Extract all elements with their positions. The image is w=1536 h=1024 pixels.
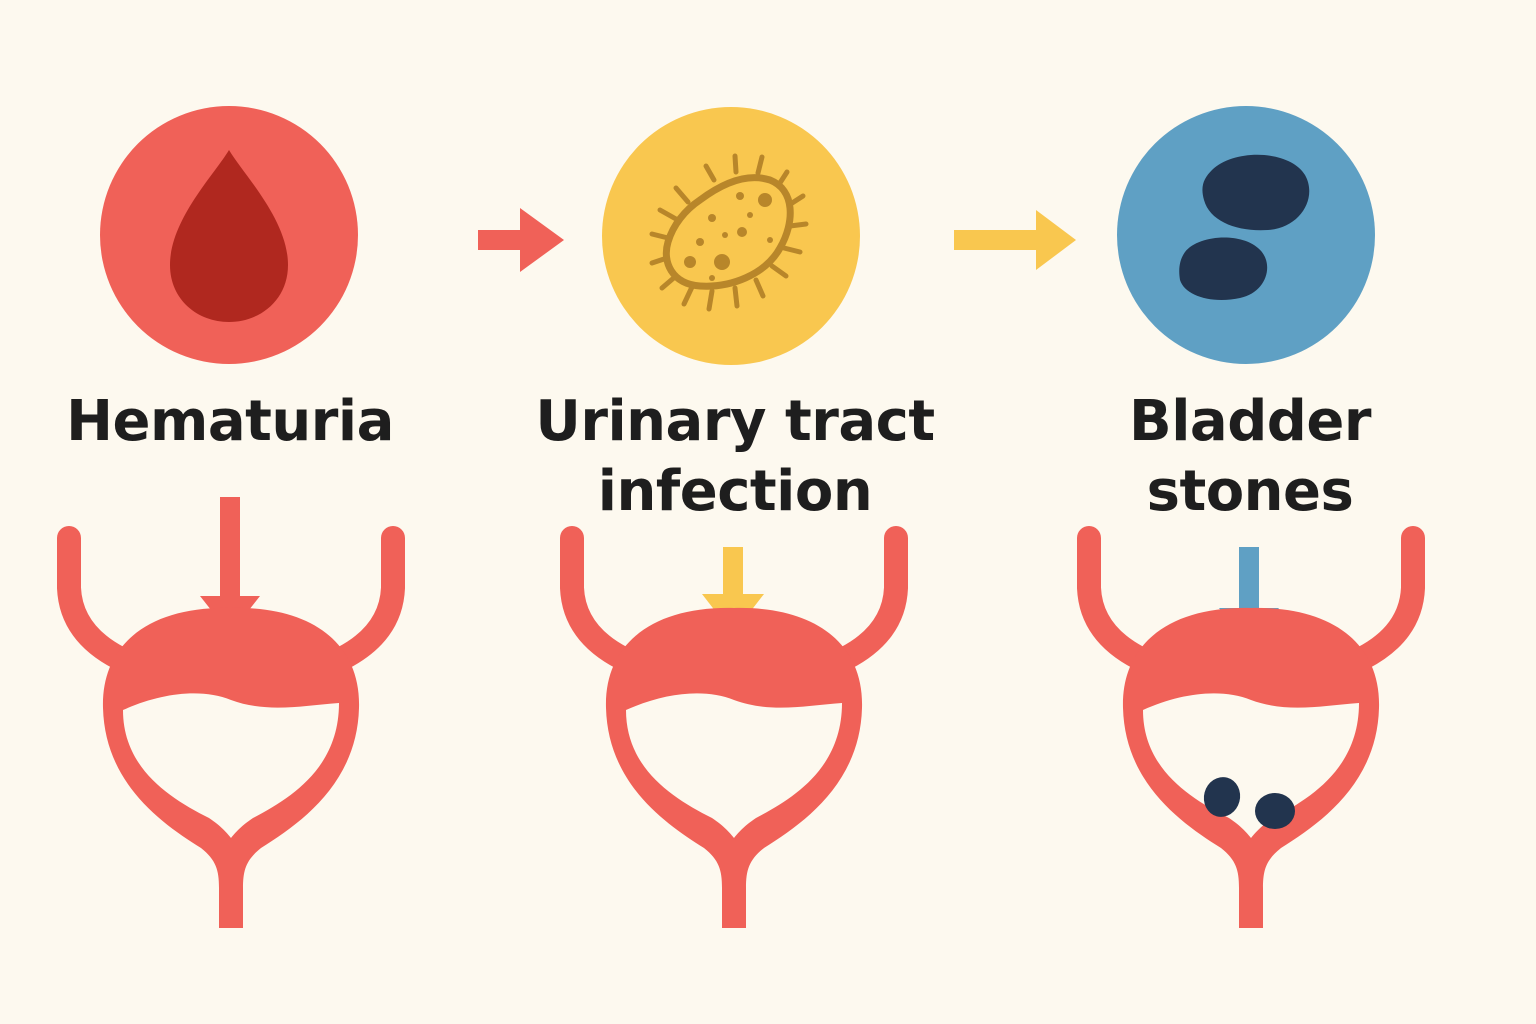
arrow-right-icon [954, 210, 1076, 270]
bacteria-icon [649, 153, 809, 312]
stones-section [1117, 106, 1375, 364]
blood-drop-icon [170, 150, 288, 322]
bladder-stones-label: Bladder stones [1129, 389, 1371, 524]
bladder-stone-icon [1203, 777, 1295, 829]
bladder-icon [1089, 538, 1413, 928]
stones-icon [1179, 154, 1310, 300]
hematuria-label: Hematuria [66, 389, 394, 454]
uti-label: Urinary tract infection [535, 389, 935, 524]
stones-circle [1117, 106, 1375, 364]
arrow-right-icon [478, 208, 564, 272]
hematuria-section [100, 106, 358, 364]
uti-section [602, 107, 860, 365]
